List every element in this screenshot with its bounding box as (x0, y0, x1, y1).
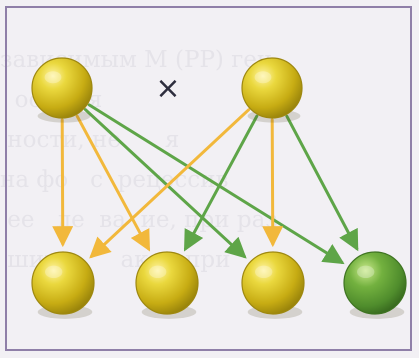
arrow-parent-1-to-offspring-1 (52, 118, 74, 248)
pea-highlight-offspring-2 (149, 265, 167, 279)
arrow-layer (52, 103, 359, 265)
pea-body-parent-1 (31, 57, 93, 119)
arrow-parent-2-to-offspring-4 (285, 114, 359, 252)
arrow-parent-2-to-offspring-3 (262, 118, 284, 248)
pea-layer (31, 57, 407, 319)
pea-highlight-parent-2 (254, 71, 272, 84)
pea-highlight-offspring-1 (45, 265, 63, 279)
arrow-parent-1-to-offspring-4 (87, 103, 345, 265)
pea-parent-1 (31, 57, 93, 123)
arrow-parent-1-to-offspring-3 (84, 108, 247, 259)
pea-body-offspring-3 (241, 251, 305, 315)
pea-highlight-offspring-3 (255, 265, 273, 279)
pea-offspring-4 (343, 251, 407, 319)
arrow-parent-2-to-offspring-2 (184, 114, 259, 252)
arrow-parent-1-to-offspring-2 (75, 114, 150, 252)
pea-highlight-parent-1 (44, 71, 62, 84)
pea-body-offspring-4 (343, 251, 407, 315)
pea-offspring-2 (135, 251, 199, 319)
pea-offspring-1 (31, 251, 95, 319)
pea-parent-2 (241, 57, 303, 123)
cross-symbol: × (155, 71, 180, 106)
pea-body-parent-2 (241, 57, 303, 119)
pea-offspring-3 (241, 251, 305, 319)
pea-body-offspring-1 (31, 251, 95, 315)
arrow-parent-2-to-offspring-1 (89, 108, 251, 259)
pea-body-offspring-2 (135, 251, 199, 315)
pea-highlight-offspring-4 (357, 265, 375, 279)
